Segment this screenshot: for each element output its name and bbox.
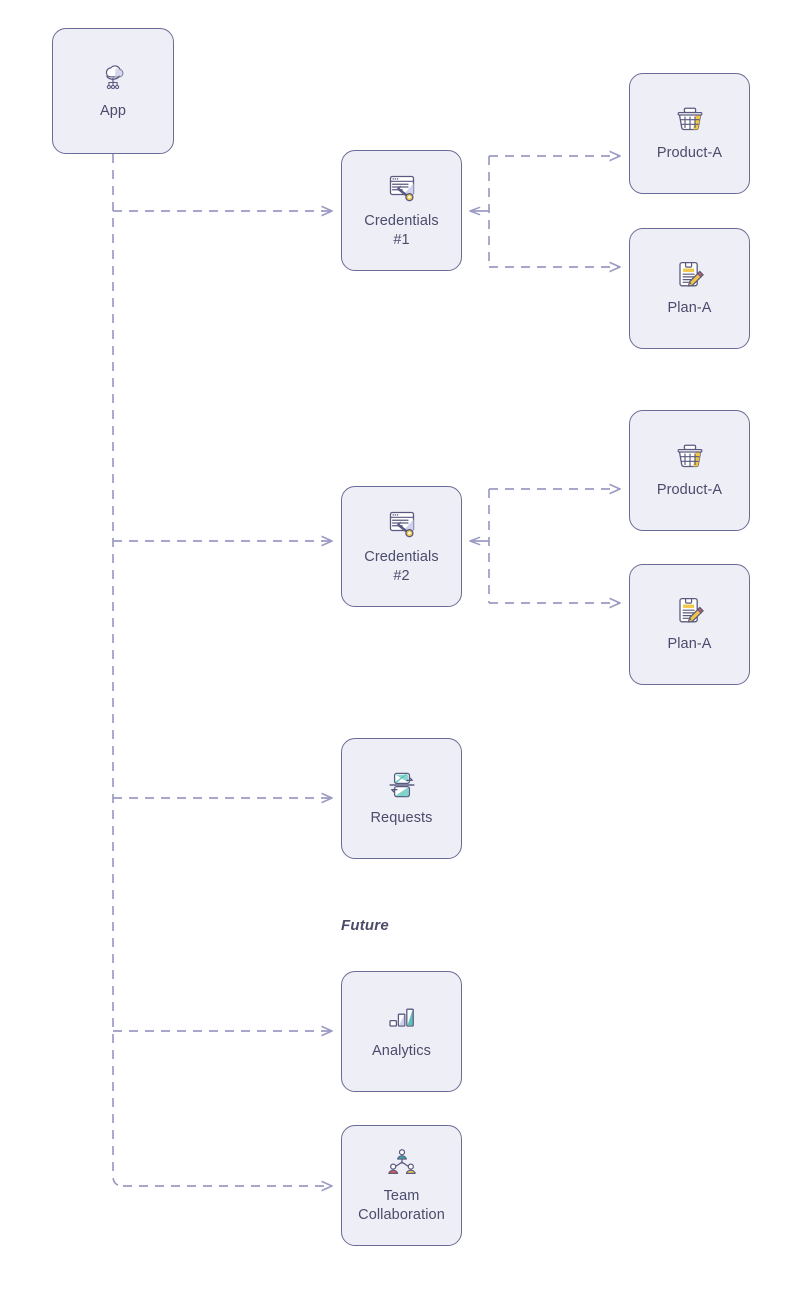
node-credentials-2[interactable]: Credentials #2 [341,486,462,607]
browser-key-icon [385,171,419,205]
node-label: App [99,102,127,119]
cloud-network-icon [96,61,130,95]
node-label: Product-A [656,482,723,499]
clipboard-pencil-icon [673,258,707,292]
shopping-basket-icon [673,103,707,137]
node-product-a-1[interactable]: Product-A [629,73,750,194]
node-label: Plan-A [667,636,712,653]
node-label: Requests [370,810,433,827]
node-label: Analytics [372,1043,431,1060]
node-label: Plan-A [667,300,712,317]
node-app[interactable]: App [52,28,174,154]
node-label: Product-A [656,145,723,162]
edge-app-trunk [112,154,124,1187]
node-label: Credentials #2 [364,548,439,584]
node-analytics[interactable]: Analytics [341,971,462,1092]
shopping-basket-icon [673,440,707,474]
team-hierarchy-icon [385,1146,419,1180]
node-product-a-2[interactable]: Product-A [629,410,750,531]
section-label-future: Future [341,917,389,934]
section-label-text: Future [341,917,389,934]
browser-key-icon [385,507,419,541]
clipboard-pencil-icon [673,594,707,628]
bar-chart-icon [385,1001,419,1035]
node-requests[interactable]: Requests [341,738,462,859]
transfer-sync-icon [385,768,419,802]
node-team-collaboration[interactable]: Team Collaboration [341,1125,462,1246]
node-credentials-1[interactable]: Credentials #1 [341,150,462,271]
node-plan-a-1[interactable]: Plan-A [629,228,750,349]
node-plan-a-2[interactable]: Plan-A [629,564,750,685]
node-label: Team Collaboration [358,1187,445,1223]
node-label: Credentials #1 [364,212,439,248]
